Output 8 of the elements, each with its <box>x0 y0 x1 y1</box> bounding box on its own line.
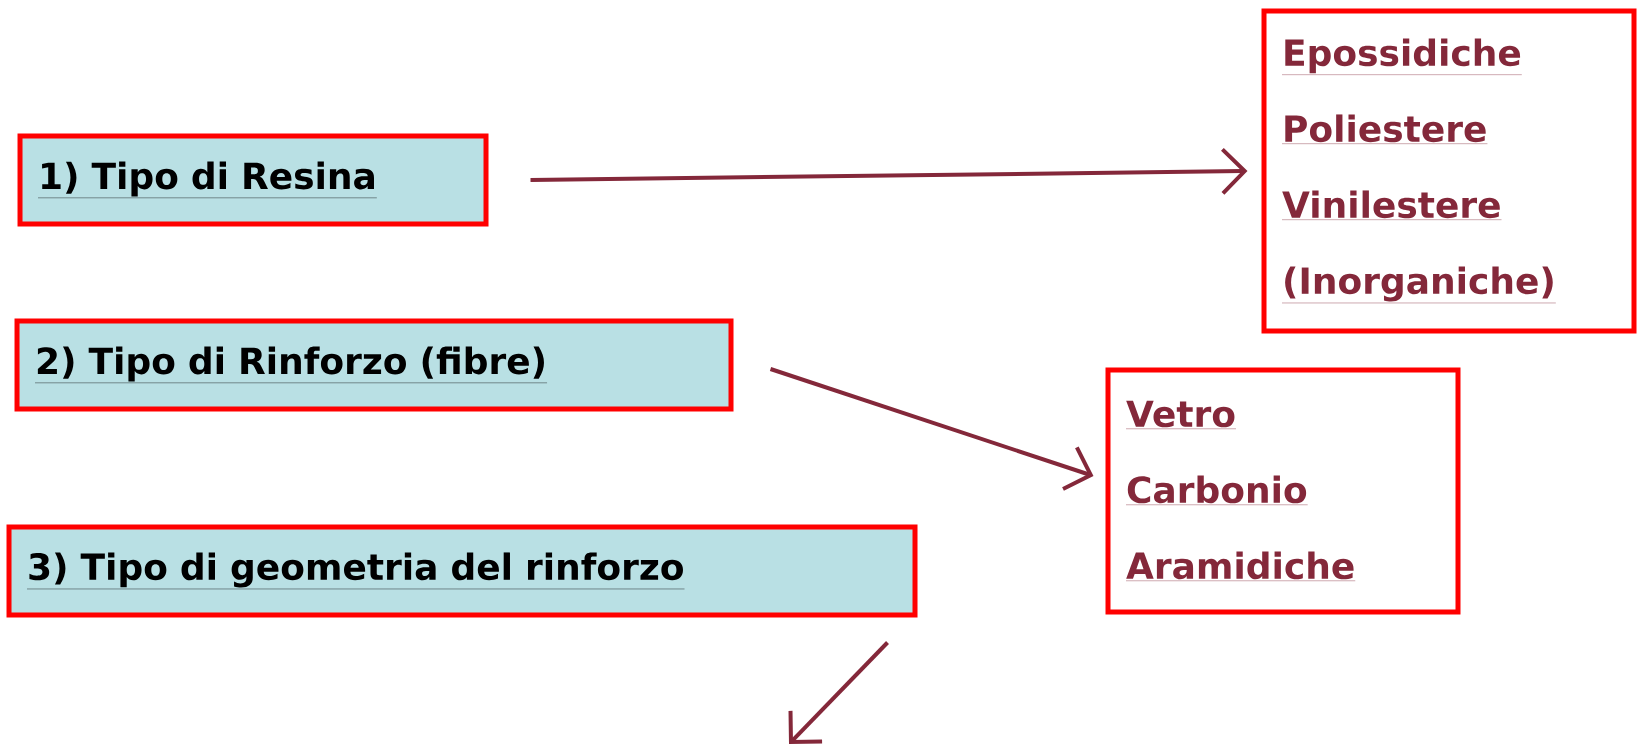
list-box: Epossidiche Poliestere Vinilestere (Inorganiche) <box>1261 8 1637 334</box>
category-box: 2) Tipo di Rinforzo (fibre) <box>14 318 734 412</box>
category-box: 3) Tipo di geometria del rinforzo <box>6 524 918 618</box>
category-box: 1) Tipo di Resina <box>17 133 489 227</box>
arrow <box>530 147 1248 195</box>
arrow <box>769 367 1094 491</box>
arrow <box>788 641 889 744</box>
list-box: Vetro Carbonio Aramidiche <box>1105 367 1461 615</box>
